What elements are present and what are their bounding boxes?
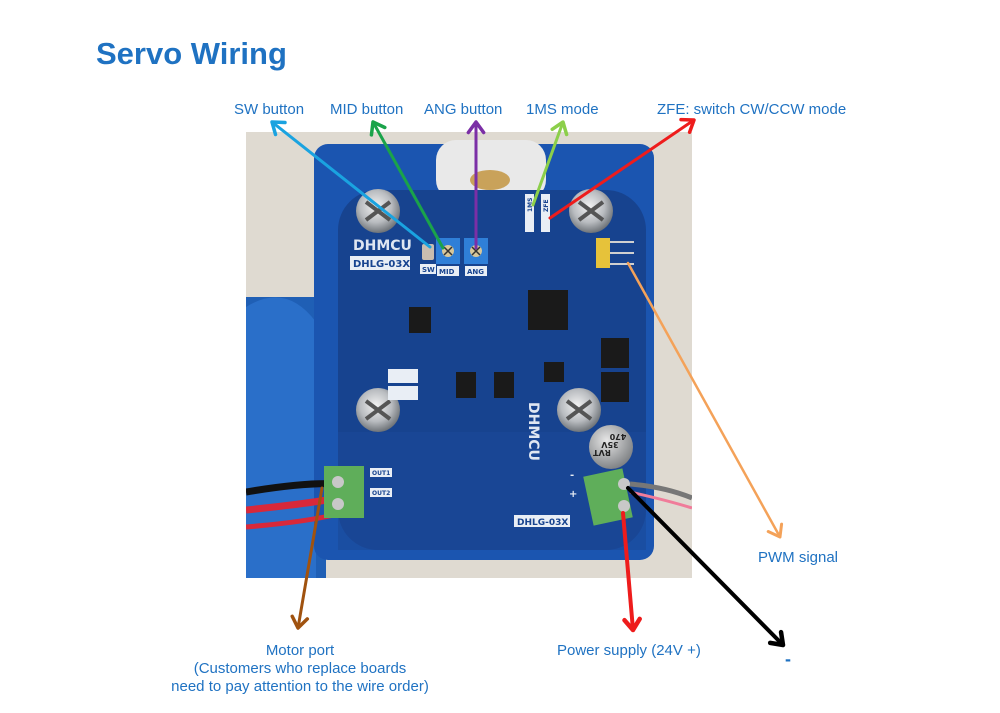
motor-port-arrow-head — [290, 614, 310, 630]
sw-button — [422, 244, 434, 260]
motor-port-note-line1: (Customers who replace boards — [193, 660, 407, 677]
capacitor-text-2: 35V — [601, 440, 619, 449]
board-model-bottom: DHLG-03X — [517, 518, 568, 528]
motor-port-label: Motor port (Customers who replace boards… — [150, 642, 450, 696]
mid-button-label: MID button — [330, 101, 404, 118]
zfe-jumper — [541, 194, 550, 232]
page-title: Servo Wiring — [96, 36, 287, 71]
screw-bottom-right — [557, 388, 601, 432]
capacitor-text-3: RVT — [593, 448, 611, 457]
motor-port-note-line2: need to pay attention to the wire order) — [171, 678, 429, 695]
silk-1ms: 1MS — [527, 198, 534, 212]
negative-label: - — [785, 649, 791, 669]
zfe-arrow-head — [679, 117, 696, 134]
power-supply-label: Power supply (24V +) — [557, 642, 701, 659]
mcu-chip — [528, 290, 568, 330]
pwm-signal-label: PWM signal — [758, 549, 839, 566]
silk-out2: OUT2 — [372, 490, 390, 497]
pwm-header — [596, 238, 634, 268]
silk-plus: + — [569, 489, 577, 500]
capacitor-text-1: 470 — [609, 432, 626, 441]
silk-minus: - — [570, 470, 574, 481]
pwm-arrow-head — [766, 522, 784, 539]
sw-button-label: SW button — [234, 101, 305, 118]
1ms-jumper — [525, 194, 534, 232]
ang-button-label: ANG button — [424, 101, 503, 118]
screw-top-right — [569, 189, 613, 233]
ang-arrow-head — [466, 120, 486, 135]
silk-mid: MID — [439, 268, 455, 276]
zfe-mode-label: ZFE: switch CW/CCW mode — [657, 101, 847, 118]
silk-zfe: ZFE — [543, 199, 550, 212]
silk-ang: ANG — [467, 268, 484, 276]
negative-arrow-head — [767, 629, 786, 648]
motor-port-terminal — [324, 466, 364, 518]
capacitor: 470 35V RVT — [589, 425, 633, 469]
1ms-mode-label: 1MS mode — [526, 101, 599, 118]
board-brand: DHMCU — [353, 238, 412, 254]
silk-sw: SW — [422, 266, 435, 274]
board-model-top: DHLG-03X — [353, 259, 410, 270]
motor-port-title: Motor port — [265, 642, 335, 659]
silk-out1: OUT1 — [372, 470, 390, 477]
board-brand-rotated: DHMCU — [525, 402, 541, 461]
servo-board-photo: DHMCU DHLG-03X SW MID ANG 1MS ZFE DHMCU … — [246, 132, 692, 578]
power-arrow-head — [622, 616, 642, 633]
screw-top-left — [356, 189, 400, 233]
